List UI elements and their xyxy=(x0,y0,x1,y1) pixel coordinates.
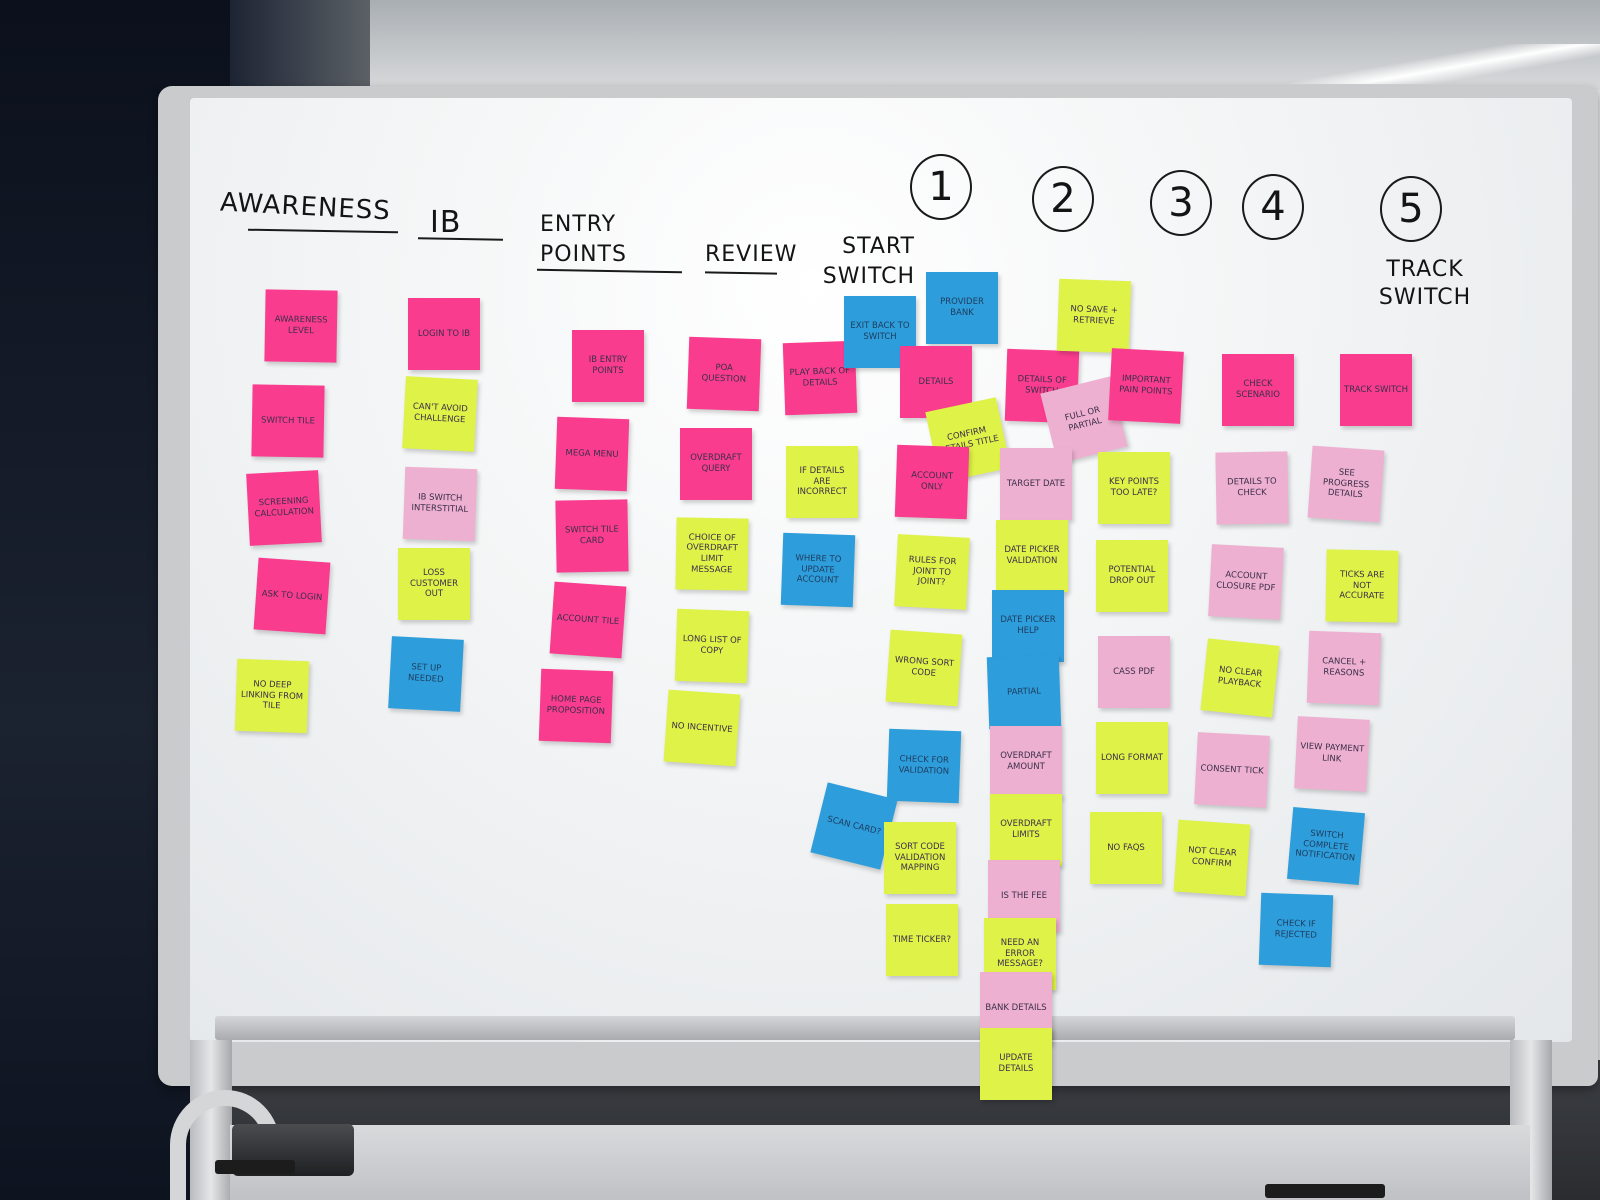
sticky-note: ACCOUNT ONLY xyxy=(894,444,970,520)
step-number-5: 5 xyxy=(1380,176,1442,242)
sticky-note: AWARENESS LEVEL xyxy=(264,289,338,363)
sticky-note: NO INCENTIVE xyxy=(663,689,741,767)
step-number-4: 4 xyxy=(1242,174,1304,240)
sticky-note: VIEW PAYMENT LINK xyxy=(1294,716,1370,792)
sticky-note: OVERDRAFT AMOUNT xyxy=(990,726,1062,798)
heading-review: REVIEW xyxy=(705,242,798,267)
step-number-1: 1 xyxy=(910,154,972,220)
sticky-note: CANCEL + REASONS xyxy=(1306,630,1382,706)
sticky-note: NO CLEAR PLAYBACK xyxy=(1200,638,1280,718)
sticky-note: SWITCH TILE CARD xyxy=(555,499,629,573)
sticky-note: SWITCH COMPLETE NOTIFICATION xyxy=(1286,806,1366,886)
sticky-note: CHECK IF REJECTED xyxy=(1258,892,1334,968)
sticky-note: DETAILS TO CHECK xyxy=(1215,451,1289,525)
sticky-note: SORT CODE VALIDATION MAPPING xyxy=(884,822,956,894)
sticky-note: NO FAQS xyxy=(1090,812,1162,884)
sticky-note: NO DEEP LINKING FROM TILE xyxy=(234,658,310,734)
sticky-note: OVERDRAFT QUERY xyxy=(680,428,752,500)
sticky-note: OVERDRAFT LIMITS xyxy=(990,794,1062,866)
sticky-note: CHECK SCENARIO xyxy=(1222,354,1294,426)
sticky-note: PROVIDER BANK xyxy=(926,272,998,344)
sticky-note: ACCOUNT CLOSURE PDF xyxy=(1208,544,1284,620)
sticky-note: IMPORTANT PAIN POINTS xyxy=(1108,348,1184,424)
marker-tray xyxy=(215,1016,1515,1040)
sticky-note: ASK TO LOGIN xyxy=(253,557,331,635)
sticky-note: CHOICE OF OVERDRAFT LIMIT MESSAGE xyxy=(675,517,749,591)
sticky-note: TIME TICKER? xyxy=(886,904,958,976)
sticky-note: DATE PICKER VALIDATION xyxy=(996,520,1068,592)
sticky-note: LOSS CUSTOMER OUT xyxy=(398,548,470,620)
sticky-note: UPDATE DETAILS xyxy=(980,1028,1052,1100)
sticky-note: SEE PROGRESS DETAILS xyxy=(1307,445,1385,523)
sticky-note: TRACK SWITCH xyxy=(1340,354,1412,426)
sticky-note: NO SAVE + RETRIEVE xyxy=(1056,278,1132,354)
sticky-note: CAN'T AVOID CHALLENGE xyxy=(402,376,478,452)
sticky-note: PARTIAL xyxy=(986,654,1062,730)
sticky-note: SWITCH TILE xyxy=(251,384,325,458)
step-number-3: 3 xyxy=(1150,170,1212,236)
sticky-note: WRONG SORT CODE xyxy=(885,629,963,707)
sticky-note: CASS PDF xyxy=(1098,636,1170,708)
sticky-note: LOGIN TO IB xyxy=(408,298,480,370)
sticky-note: DATE PICKER HELP xyxy=(992,590,1064,662)
sticky-note: SET UP NEEDED xyxy=(388,636,464,712)
ceiling-light xyxy=(1290,44,1600,84)
sticky-note: SCREENING CALCULATION xyxy=(246,470,322,546)
heading-track-switch: TRACK SWITCH xyxy=(1378,257,1472,310)
sticky-note: CONSENT TICK xyxy=(1194,732,1270,808)
sticky-note: LONG LIST OF COPY xyxy=(674,608,750,684)
sticky-note: ACCOUNT TILE xyxy=(549,581,627,659)
marker-pen xyxy=(215,1160,295,1174)
heading-ib: IB xyxy=(430,205,462,240)
sticky-note: IF DETAILS ARE INCORRECT xyxy=(786,446,858,518)
heading-entry-points: ENTRY POINTS xyxy=(540,212,627,267)
step-number-2: 2 xyxy=(1032,166,1094,232)
sticky-note: KEY POINTS TOO LATE? xyxy=(1098,452,1170,524)
sticky-note: POTENTIAL DROP OUT xyxy=(1096,540,1168,612)
sticky-note: IB SWITCH INTERSTITIAL xyxy=(402,466,478,542)
sticky-note: TARGET DATE xyxy=(1000,448,1072,520)
marker-pen xyxy=(1265,1184,1385,1198)
sticky-note: HOME PAGE PROPOSITION xyxy=(538,668,614,744)
heading-start-switch: START SWITCH xyxy=(822,234,915,289)
sticky-note: WHERE TO UPDATE ACCOUNT xyxy=(780,532,856,608)
sticky-note: LONG FORMAT xyxy=(1096,722,1168,794)
sticky-note: MEGA MENU xyxy=(554,416,630,492)
sticky-note: RULES FOR JOINT TO JOINT? xyxy=(894,534,970,610)
sticky-note: IB ENTRY POINTS xyxy=(572,330,644,402)
sticky-note: CHECK FOR VALIDATION xyxy=(886,728,962,804)
sticky-note: NOT CLEAR CONFIRM xyxy=(1173,819,1251,897)
sticky-note: TICKS ARE NOT ACCURATE xyxy=(1325,549,1399,623)
sticky-note: POA QUESTION xyxy=(686,336,762,412)
